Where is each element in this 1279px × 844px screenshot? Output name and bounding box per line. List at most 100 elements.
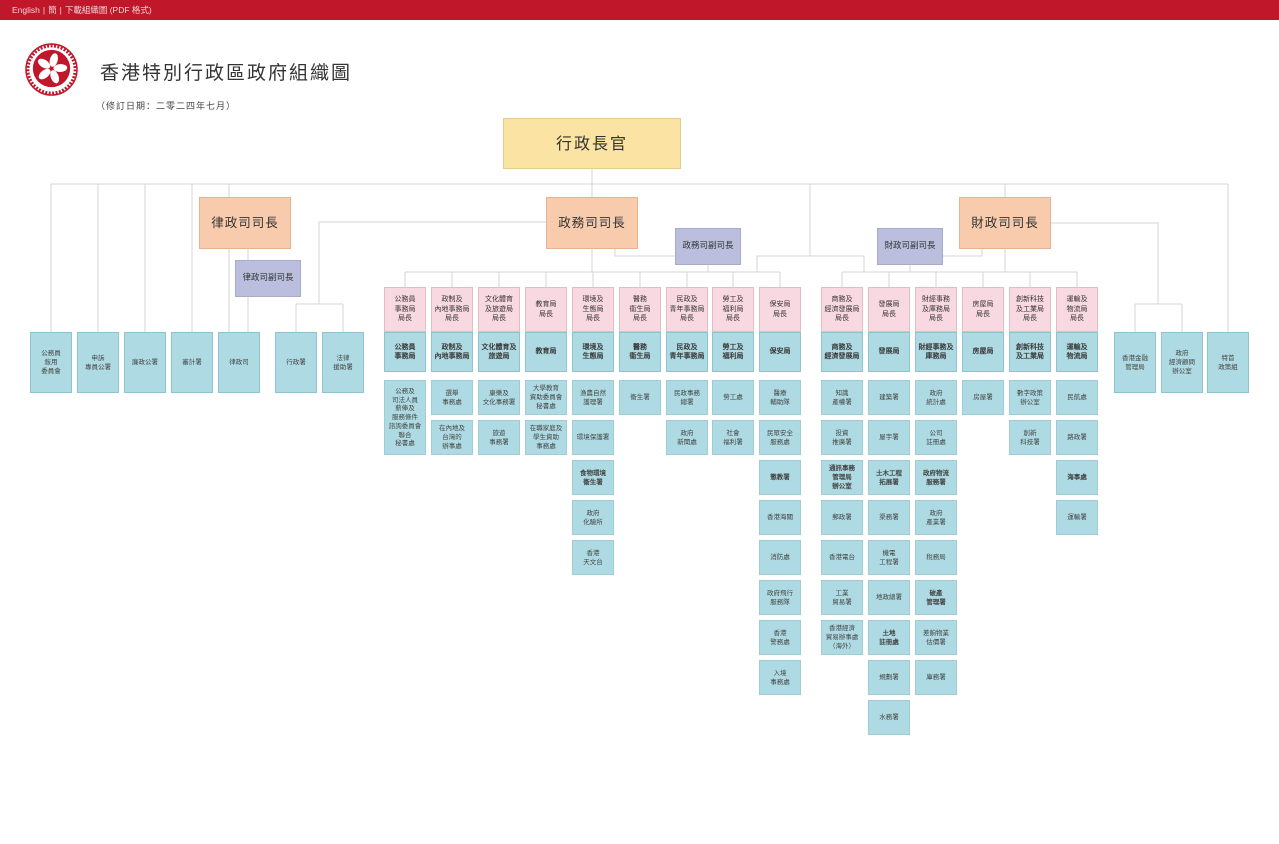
- bureau-box[interactable]: 環境及 生態局: [572, 332, 614, 372]
- department-box[interactable]: 政府 統計處: [915, 380, 957, 415]
- department-box[interactable]: 海事處: [1056, 460, 1098, 495]
- department-box[interactable]: 大學教育 資助委員會 秘書處: [525, 380, 567, 415]
- department-box[interactable]: 政府 產業署: [915, 500, 957, 535]
- department-box[interactable]: 知識 產權署: [821, 380, 863, 415]
- department-box[interactable]: 在內地及 台灣的 辦事處: [431, 420, 473, 455]
- bureau-head-box[interactable]: 公務員 事務局 局長: [384, 287, 426, 332]
- download-pdf-link[interactable]: 下載組織圖 (PDF 格式): [64, 5, 152, 15]
- department-box[interactable]: 通訊事務 管理局 辦公室: [821, 460, 863, 495]
- bureau-head-box[interactable]: 創新科技 及工業局 局長: [1009, 287, 1051, 332]
- department-box[interactable]: 香港 天文台: [572, 540, 614, 575]
- department-box[interactable]: 稅務局: [915, 540, 957, 575]
- bureau-box[interactable]: 房屋局: [962, 332, 1004, 372]
- bureau-head-box[interactable]: 保安局 局長: [759, 287, 801, 332]
- department-box[interactable]: 漁農自然 護理署: [572, 380, 614, 415]
- office-box[interactable]: 香港金融 管理局: [1114, 332, 1156, 393]
- department-box[interactable]: 創新 科技署: [1009, 420, 1051, 455]
- simplified-chinese-link[interactable]: 簡: [48, 5, 57, 15]
- department-box[interactable]: 香港 警務處: [759, 620, 801, 655]
- department-box[interactable]: 土地 註冊處: [868, 620, 910, 655]
- department-box[interactable]: 機電 工程署: [868, 540, 910, 575]
- english-link[interactable]: English: [12, 5, 40, 15]
- department-box[interactable]: 民政事務 總署: [666, 380, 708, 415]
- office-box[interactable]: 法律 援助署: [322, 332, 364, 393]
- bureau-box[interactable]: 財經事務及 庫務局: [915, 332, 957, 372]
- bureau-head-box[interactable]: 醫務 衞生局 局長: [619, 287, 661, 332]
- bureau-head-box[interactable]: 政制及 內地事務局 局長: [431, 287, 473, 332]
- department-box[interactable]: 香港海關: [759, 500, 801, 535]
- department-box[interactable]: 選舉 事務處: [431, 380, 473, 415]
- bureau-box[interactable]: 勞工及 福利局: [712, 332, 754, 372]
- deputy-secretary-for-justice-box[interactable]: 律政司副司長: [235, 260, 301, 297]
- department-box[interactable]: 康樂及 文化事務署: [478, 380, 520, 415]
- department-box[interactable]: 公司 註冊處: [915, 420, 957, 455]
- department-box[interactable]: 運輸署: [1056, 500, 1098, 535]
- financial-secretary-box[interactable]: 財政司司長: [959, 197, 1051, 249]
- department-box[interactable]: 香港經濟 貿易辦事處 （海外）: [821, 620, 863, 655]
- department-box[interactable]: 庫務署: [915, 660, 957, 695]
- department-box[interactable]: 地政總署: [868, 580, 910, 615]
- secretary-for-justice-box[interactable]: 律政司司長: [199, 197, 291, 249]
- department-box[interactable]: 水務署: [868, 700, 910, 735]
- department-box[interactable]: 社會 福利署: [712, 420, 754, 455]
- office-box[interactable]: 行政署: [275, 332, 317, 393]
- bureau-box[interactable]: 發展局: [868, 332, 910, 372]
- department-box[interactable]: 規劃署: [868, 660, 910, 695]
- department-box[interactable]: 渠務署: [868, 500, 910, 535]
- department-box[interactable]: 建築署: [868, 380, 910, 415]
- office-box[interactable]: 公務員 敍用 委員會: [30, 332, 72, 393]
- department-box[interactable]: 衞生署: [619, 380, 661, 415]
- bureau-box[interactable]: 醫務 衞生局: [619, 332, 661, 372]
- department-box[interactable]: 政府飛行 服務隊: [759, 580, 801, 615]
- department-box[interactable]: 在職家庭及 學生資助 事務處: [525, 420, 567, 455]
- department-box[interactable]: 屋宇署: [868, 420, 910, 455]
- department-box[interactable]: 郵政署: [821, 500, 863, 535]
- department-box[interactable]: 醫療 輔助隊: [759, 380, 801, 415]
- bureau-box[interactable]: 創新科技 及工業局: [1009, 332, 1051, 372]
- department-box[interactable]: 破產 管理署: [915, 580, 957, 615]
- department-box[interactable]: 政府物流 服務署: [915, 460, 957, 495]
- department-box[interactable]: 懲教署: [759, 460, 801, 495]
- department-box[interactable]: 食物環境 衞生署: [572, 460, 614, 495]
- department-box[interactable]: 土木工程 拓展署: [868, 460, 910, 495]
- office-box[interactable]: 申訴 專員公署: [77, 332, 119, 393]
- office-box[interactable]: 律政司: [218, 332, 260, 393]
- office-box[interactable]: 廉政公署: [124, 332, 166, 393]
- office-box[interactable]: 政府 經濟顧問 辦公室: [1161, 332, 1203, 393]
- department-box[interactable]: 政府 化驗所: [572, 500, 614, 535]
- department-box[interactable]: 數字政策 辦公室: [1009, 380, 1051, 415]
- chief-executive-box[interactable]: 行政長官: [503, 118, 681, 169]
- office-box[interactable]: 特首 政策組: [1207, 332, 1249, 393]
- department-box[interactable]: 香港電台: [821, 540, 863, 575]
- bureau-head-box[interactable]: 環境及 生態局 局長: [572, 287, 614, 332]
- bureau-box[interactable]: 商務及 經濟發展局: [821, 332, 863, 372]
- department-box[interactable]: 房屋署: [962, 380, 1004, 415]
- department-box[interactable]: 差餉物業 估價署: [915, 620, 957, 655]
- department-box[interactable]: 勞工處: [712, 380, 754, 415]
- deputy-financial-secretary-box[interactable]: 財政司副司長: [877, 228, 943, 265]
- bureau-head-box[interactable]: 勞工及 福利局 局長: [712, 287, 754, 332]
- department-box[interactable]: 消防處: [759, 540, 801, 575]
- bureau-head-box[interactable]: 文化體育 及旅遊局 局長: [478, 287, 520, 332]
- department-box[interactable]: 政府 新聞處: [666, 420, 708, 455]
- department-box[interactable]: 投資 推廣署: [821, 420, 863, 455]
- office-box[interactable]: 審計署: [171, 332, 213, 393]
- department-box[interactable]: 旅遊 事務署: [478, 420, 520, 455]
- bureau-head-box[interactable]: 發展局 局長: [868, 287, 910, 332]
- chief-secretary-box[interactable]: 政務司司長: [546, 197, 638, 249]
- department-box[interactable]: 公務及 司法人員 薪俸及 服務條件 諮詢委員會 聯合 秘書處: [384, 380, 426, 455]
- bureau-head-box[interactable]: 商務及 經濟發展局 局長: [821, 287, 863, 332]
- department-box[interactable]: 民眾安全 服務處: [759, 420, 801, 455]
- bureau-head-box[interactable]: 運輸及 物流局 局長: [1056, 287, 1098, 332]
- bureau-box[interactable]: 文化體育及 旅遊局: [478, 332, 520, 372]
- department-box[interactable]: 民航處: [1056, 380, 1098, 415]
- department-box[interactable]: 入境 事務處: [759, 660, 801, 695]
- bureau-head-box[interactable]: 民政及 青年事務局 局長: [666, 287, 708, 332]
- department-box[interactable]: 工業 貿易署: [821, 580, 863, 615]
- bureau-box[interactable]: 保安局: [759, 332, 801, 372]
- department-box[interactable]: 環境保護署: [572, 420, 614, 455]
- bureau-box[interactable]: 民政及 青年事務局: [666, 332, 708, 372]
- bureau-box[interactable]: 政制及 內地事務局: [431, 332, 473, 372]
- bureau-box[interactable]: 運輸及 物流局: [1056, 332, 1098, 372]
- department-box[interactable]: 路政署: [1056, 420, 1098, 455]
